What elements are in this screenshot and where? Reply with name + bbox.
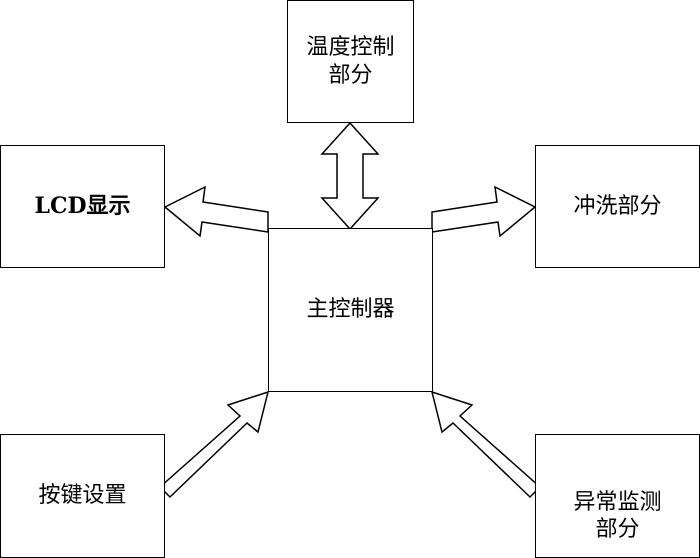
flush-box: 冲洗部分 bbox=[535, 145, 700, 268]
key-settings-label: 按键设置 bbox=[38, 483, 127, 509]
key-settings-box: 按键设置 bbox=[0, 434, 165, 558]
abnormal-arrow bbox=[430, 390, 542, 499]
main-controller-box: 主控制器 bbox=[268, 228, 433, 392]
keys-arrow bbox=[158, 390, 270, 499]
abnormal-label-line2: 部分 bbox=[595, 517, 640, 542]
temperature-double-arrow bbox=[320, 121, 380, 231]
lcd-label: LCD显示 bbox=[34, 192, 131, 219]
abnormal-label-line1: 异常监测 bbox=[573, 489, 662, 515]
temperature-label-line2: 部分 bbox=[328, 62, 373, 88]
flush-label: 冲洗部分 bbox=[573, 193, 662, 219]
temperature-label-line1: 温度控制 bbox=[306, 35, 395, 60]
main-controller-label: 主控制器 bbox=[306, 297, 395, 323]
abnormal-monitor-box: 异常监测部分 bbox=[535, 434, 700, 558]
lcd-display-box: LCD显示 bbox=[0, 145, 165, 268]
temperature-control-box: 温度控制部分 bbox=[287, 0, 414, 123]
lcd-arrow bbox=[163, 185, 269, 238]
flush-arrow bbox=[431, 185, 537, 238]
